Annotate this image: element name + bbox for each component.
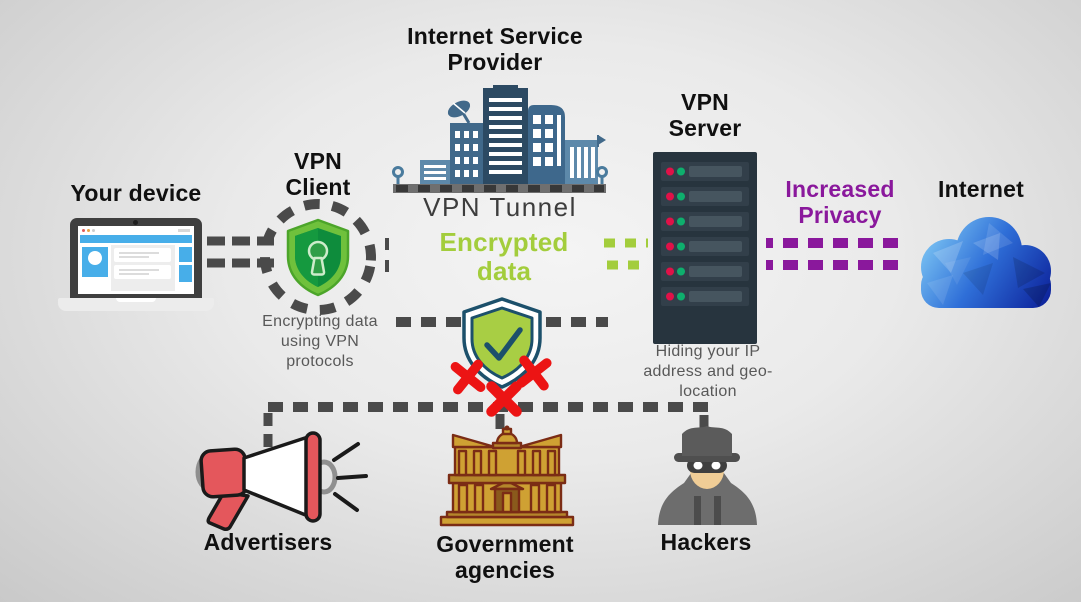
vpn-client-caption: Encrypting data using VPN protocols xyxy=(262,313,378,370)
vpn-tunnel-label: VPN Tunnel xyxy=(423,192,577,222)
megaphone-icon xyxy=(195,431,368,531)
satellite-dish-icon xyxy=(447,100,471,124)
encrypted-data-label: Encrypted data xyxy=(439,227,569,287)
spy-icon xyxy=(658,426,757,525)
laptop-base xyxy=(58,298,214,311)
internet-label: Internet xyxy=(938,176,1024,202)
government-building-icon xyxy=(439,425,575,527)
isp-label: Internet Service Provider xyxy=(407,23,583,75)
shield-keyhole-icon xyxy=(286,218,350,297)
vpn-server-label: VPN Server xyxy=(668,89,742,141)
x-mark-icon xyxy=(450,359,486,395)
x-mark-icon xyxy=(516,355,552,391)
server-rack-icon xyxy=(653,152,757,344)
polygon-cloud-icon xyxy=(921,217,1051,308)
increased-privacy-label: Increased Privacy xyxy=(785,176,895,228)
shield-check-icon xyxy=(462,297,542,389)
advertisers-label: Advertisers xyxy=(203,529,333,555)
hackers-label: Hackers xyxy=(660,529,752,555)
government-label: Government agencies xyxy=(436,531,574,583)
x-mark-icon xyxy=(486,381,522,417)
your-device-label: Your device xyxy=(70,180,202,206)
laptop-icon xyxy=(70,218,202,298)
city-buildings-icon xyxy=(392,85,608,193)
vpn-client-label: VPN Client xyxy=(285,148,351,200)
vpn-server-caption: Hiding your IP address and geo-location xyxy=(643,343,773,400)
